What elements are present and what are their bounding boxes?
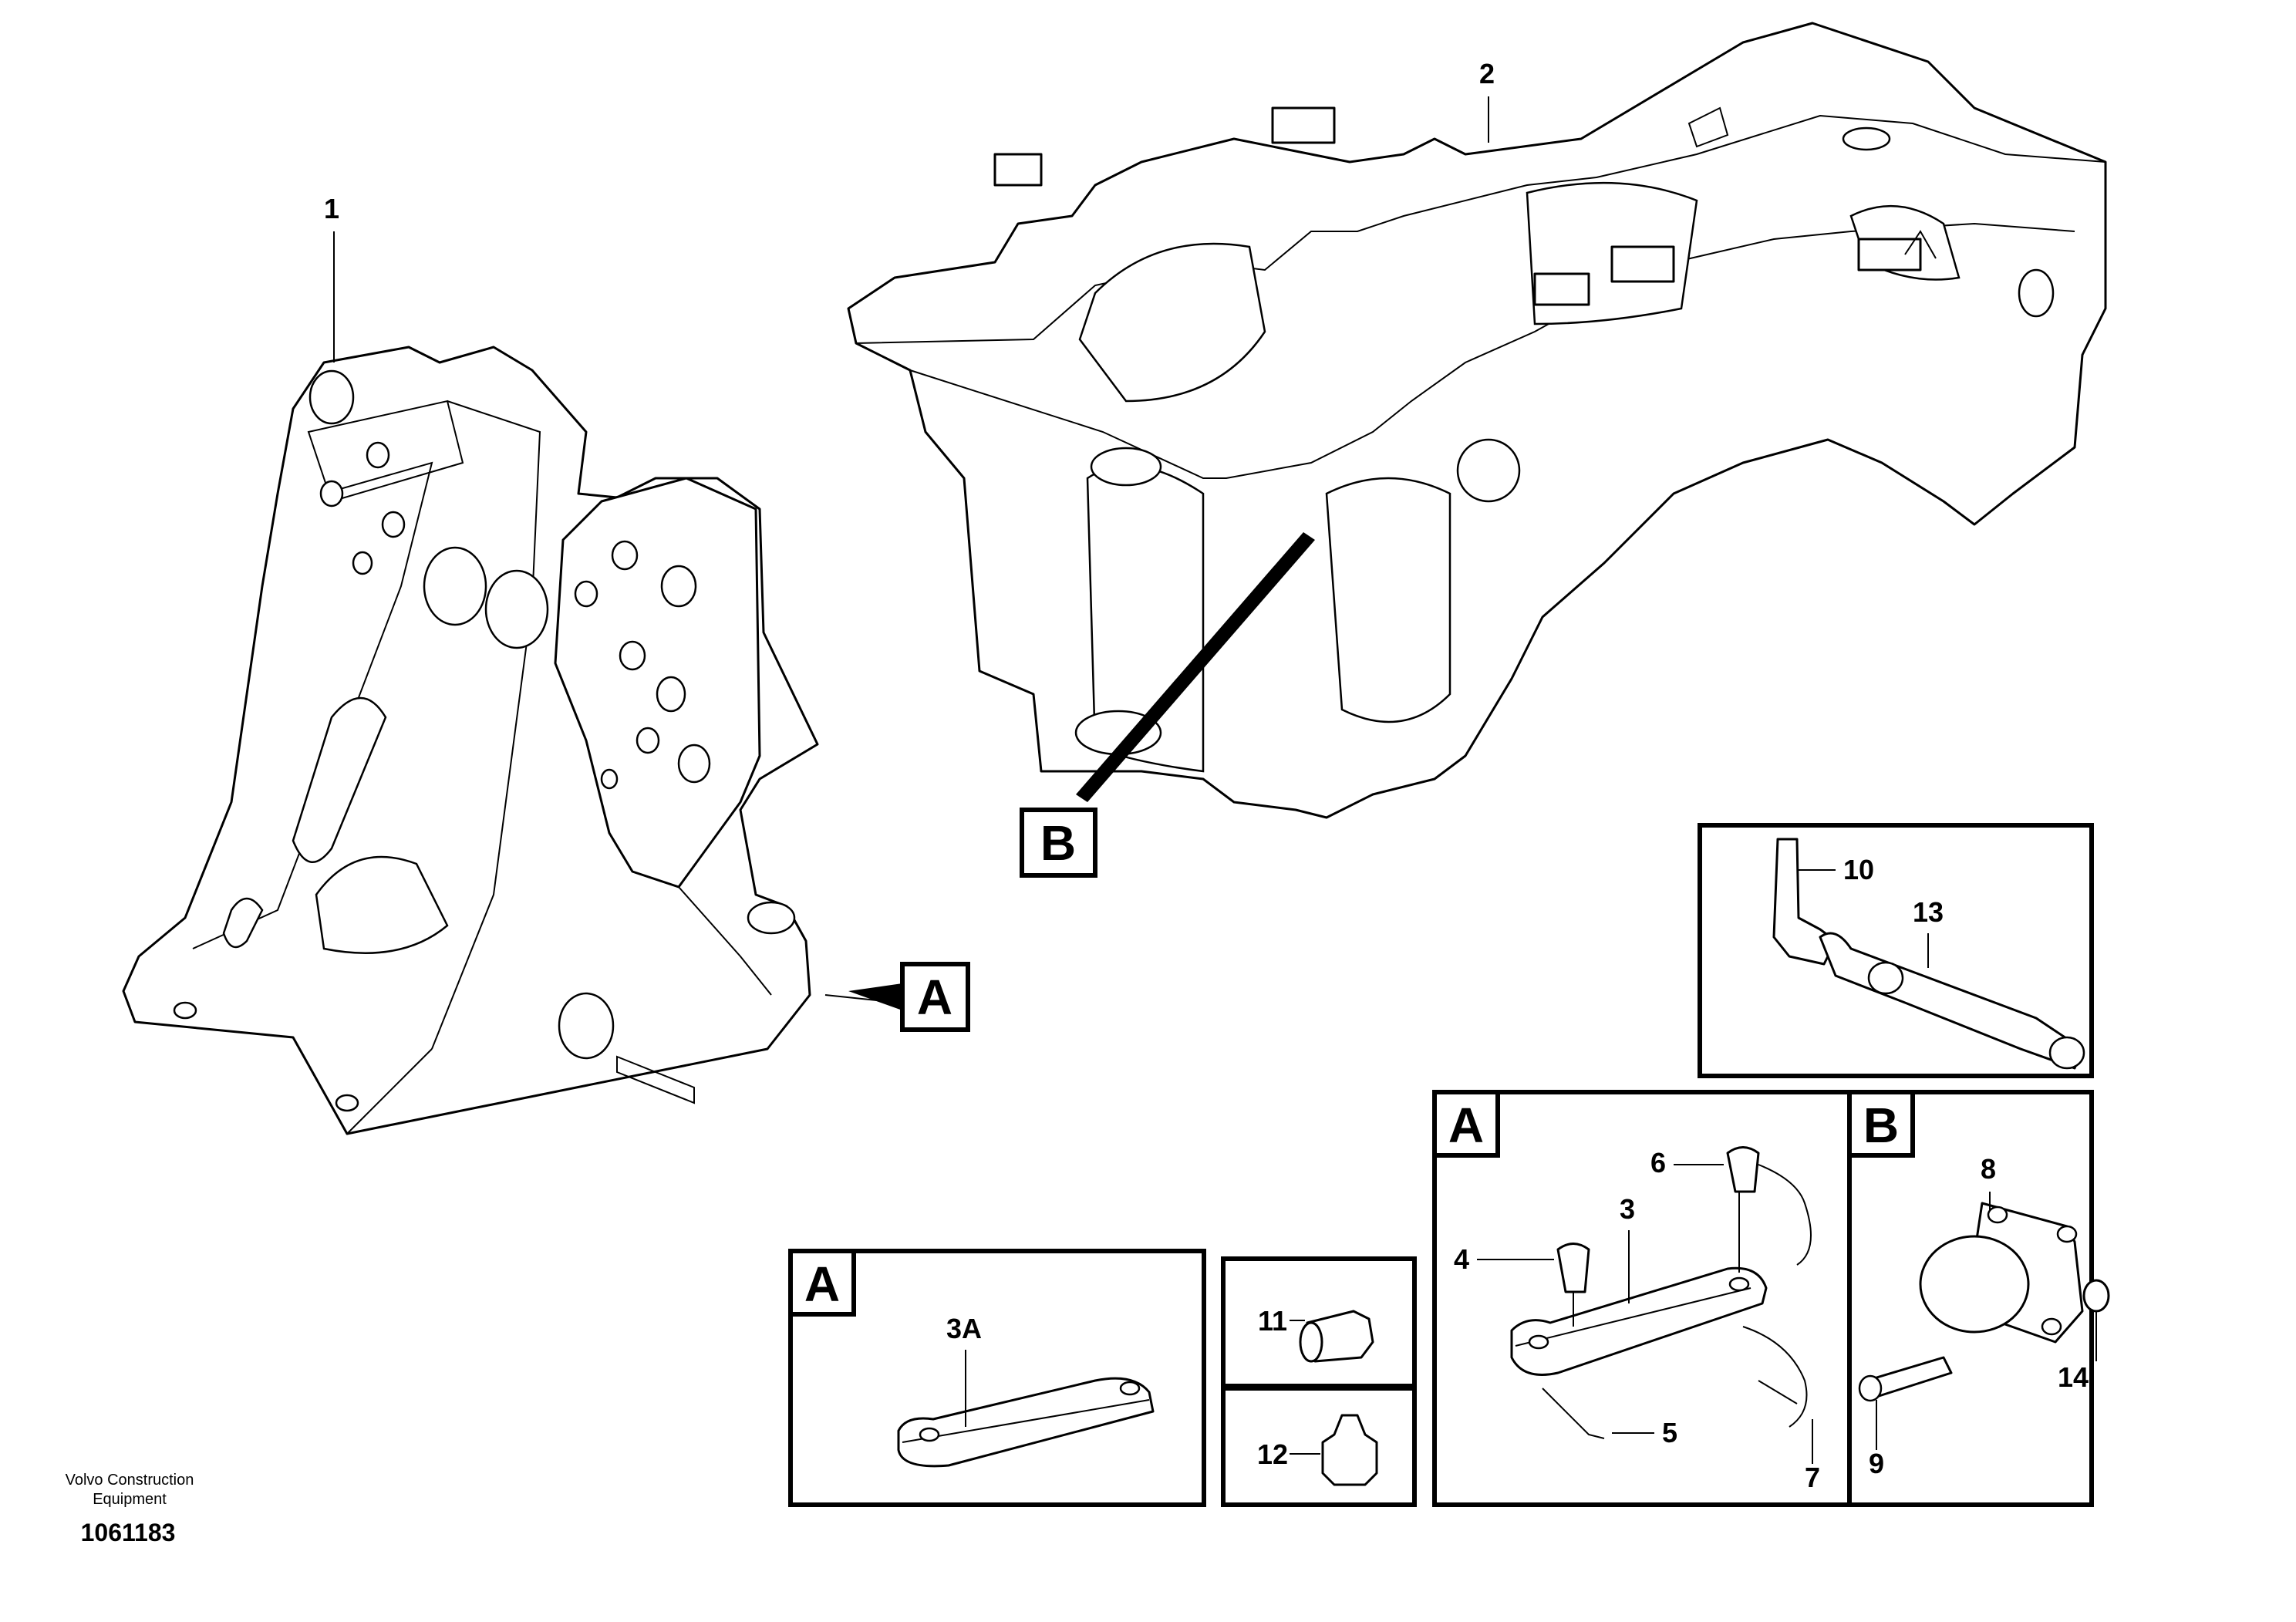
view-label-a-detail-small: A bbox=[804, 1256, 840, 1312]
detail-box-hose: 10 13 bbox=[1698, 823, 2094, 1078]
callout-label: 7 bbox=[1805, 1462, 1820, 1493]
rear-frame-drawing bbox=[847, 22, 2107, 819]
front-frame-drawing bbox=[122, 346, 819, 1135]
callout-label: 1 bbox=[324, 193, 339, 224]
document-number: 1061183 bbox=[81, 1519, 176, 1546]
section-marker-a-main: A bbox=[824, 962, 970, 1032]
callout-label: 4 bbox=[1454, 1243, 1469, 1275]
detail-box-12: 12 bbox=[1221, 1386, 1417, 1507]
brand-line-2: Equipment bbox=[93, 1491, 167, 1508]
callout-label: 12 bbox=[1257, 1438, 1288, 1470]
footer: Volvo Construction Equipment 1061183 bbox=[66, 1472, 194, 1546]
callout-label: 5 bbox=[1662, 1417, 1677, 1448]
detail-box-a-large: A 6 4 3 5 7 bbox=[1432, 1090, 1852, 1507]
view-label-b-detail: B bbox=[1863, 1098, 1899, 1153]
brand-line-1: Volvo Construction bbox=[66, 1472, 194, 1489]
callout-1: 1 bbox=[324, 193, 339, 363]
callout-label: 11 bbox=[1258, 1305, 1287, 1337]
view-label-a-detail-large: A bbox=[1448, 1098, 1484, 1153]
callout-label: 2 bbox=[1479, 58, 1495, 89]
callout-label: 8 bbox=[1981, 1153, 1996, 1185]
callout-label: 3 bbox=[1620, 1193, 1635, 1225]
detail-box-11: 11 bbox=[1221, 1256, 1417, 1388]
callout-label: 9 bbox=[1869, 1448, 1884, 1479]
view-label-a-main: A bbox=[917, 969, 952, 1025]
callout-label: 14 bbox=[2058, 1361, 2089, 1393]
view-label-b-main: B bbox=[1040, 815, 1076, 871]
callout-label: 6 bbox=[1650, 1147, 1666, 1179]
section-marker-b-main: B bbox=[1020, 532, 1315, 878]
callout-2: 2 bbox=[1479, 58, 1495, 143]
detail-box-b: B 8 9 14 bbox=[1847, 1090, 2110, 1507]
callout-label: 3A bbox=[946, 1313, 982, 1344]
callout-label: 13 bbox=[1913, 896, 1944, 928]
callout-label: 10 bbox=[1843, 854, 1874, 885]
detail-box-a-small: A 3A bbox=[788, 1249, 1206, 1507]
